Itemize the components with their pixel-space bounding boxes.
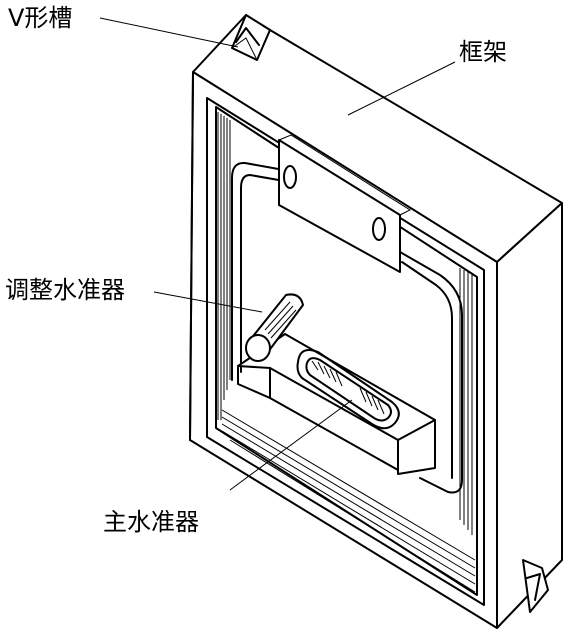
base-block <box>237 333 436 475</box>
clamp-plate <box>278 134 412 273</box>
label-main-level: 主水准器 <box>103 508 199 536</box>
adjust-level-vial <box>245 293 304 362</box>
label-adjust-level: 调整水准器 <box>5 276 125 304</box>
main-level-vial <box>296 349 400 430</box>
label-v-groove: V形槽 <box>8 4 73 32</box>
v-groove-bottom <box>522 559 549 613</box>
label-frame: 框架 <box>459 38 507 66</box>
frame-opening <box>206 97 485 606</box>
v-groove-top <box>231 14 271 61</box>
inner-rod <box>231 161 463 494</box>
leader-lines <box>99 17 456 491</box>
frame-body <box>189 14 563 629</box>
